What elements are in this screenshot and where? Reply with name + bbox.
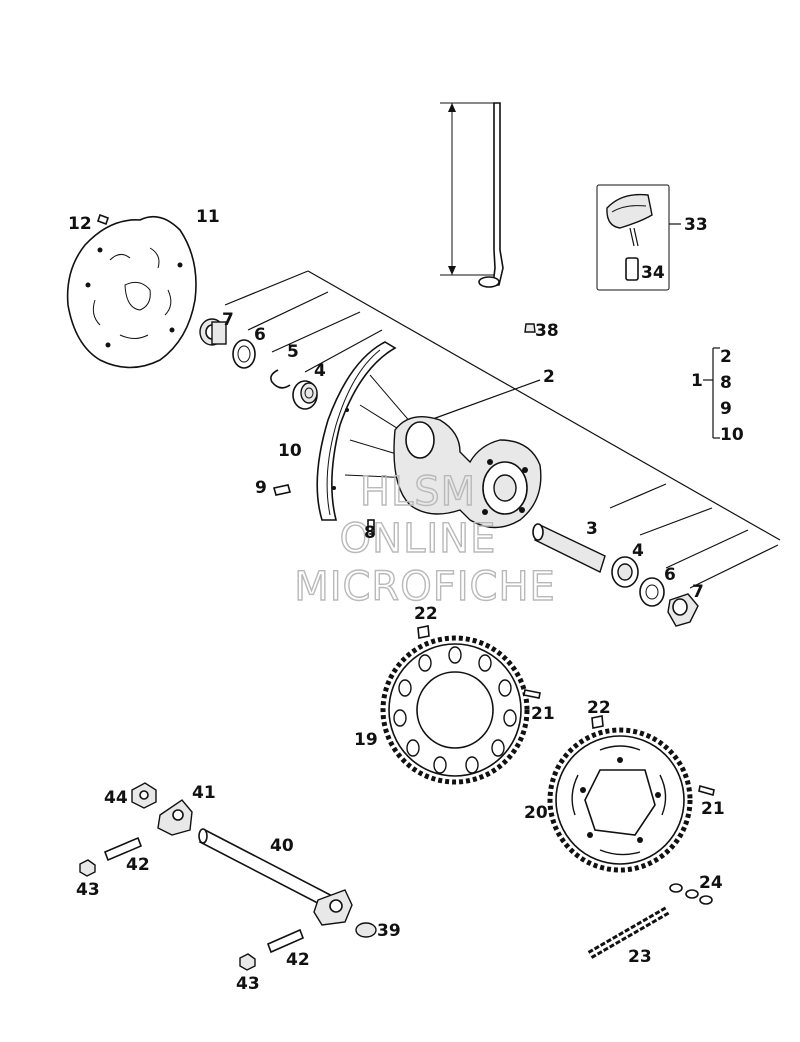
callout-21: 21 xyxy=(531,704,555,724)
callout-2: 2 xyxy=(543,367,555,387)
callout-7: 7 xyxy=(222,310,234,330)
callout-23: 23 xyxy=(628,947,652,967)
sprocket-19 xyxy=(380,625,541,785)
callout-22-b: 22 xyxy=(587,698,611,718)
callout-44: 44 xyxy=(104,788,128,808)
callout-5: 5 xyxy=(287,342,299,362)
tool-box xyxy=(596,184,681,291)
right-hub-parts xyxy=(532,523,699,627)
callout-kit-8: 8 xyxy=(720,373,732,393)
callout-12: 12 xyxy=(68,214,92,234)
assembly-lines xyxy=(224,270,781,589)
watermark: HLSM ONLINE MICROFICHE xyxy=(293,468,556,610)
callout-kit-9: 9 xyxy=(720,399,732,419)
wheel-rim-and-hub xyxy=(272,341,542,535)
callout-43: 43 xyxy=(76,880,100,900)
callout-19: 19 xyxy=(354,730,378,750)
sprocket-20 xyxy=(547,715,715,873)
callout-42-b: 42 xyxy=(286,950,310,970)
callout-21-b: 21 xyxy=(701,799,725,819)
watermark-line-3: MICROFICHE xyxy=(294,564,556,610)
callout-24: 24 xyxy=(699,873,723,893)
plug-38 xyxy=(524,323,536,333)
chain xyxy=(587,883,713,959)
callout-40: 40 xyxy=(270,836,294,856)
callout-kit-10: 10 xyxy=(720,425,744,445)
callout-34: 34 xyxy=(641,263,665,283)
callout-6-right: 6 xyxy=(664,565,676,585)
callout-22: 22 xyxy=(414,604,438,624)
callout-7-right: 7 xyxy=(692,582,704,602)
callout-43-b: 43 xyxy=(236,974,260,994)
callout-10: 10 xyxy=(278,441,302,461)
spoke-drawing xyxy=(440,102,504,288)
watermark-line-2: ONLINE xyxy=(340,516,497,562)
callout-6: 6 xyxy=(254,325,266,345)
callout-11: 11 xyxy=(196,207,220,227)
callout-4-right: 4 xyxy=(632,541,644,561)
callout-38: 38 xyxy=(535,321,559,341)
callout-8: 8 xyxy=(364,523,376,543)
callout-3: 3 xyxy=(586,519,598,539)
callout-labels: 12 11 7 6 5 4 2 10 9 8 38 33 34 1 2 8 9 … xyxy=(68,207,744,994)
brake-disc xyxy=(66,213,197,369)
callout-4: 4 xyxy=(314,361,326,381)
left-hub-parts xyxy=(199,318,318,410)
callout-kit-2: 2 xyxy=(720,347,732,367)
watermark-line-1: HLSM xyxy=(360,469,476,515)
callout-41: 41 xyxy=(192,783,216,803)
callout-33: 33 xyxy=(684,215,708,235)
kit-bracket xyxy=(703,347,720,439)
callout-1: 1 xyxy=(691,371,703,391)
callout-9: 9 xyxy=(255,478,267,498)
callout-20: 20 xyxy=(524,803,548,823)
callout-39: 39 xyxy=(377,921,401,941)
callout-42: 42 xyxy=(126,855,150,875)
axle-assembly xyxy=(79,782,377,971)
